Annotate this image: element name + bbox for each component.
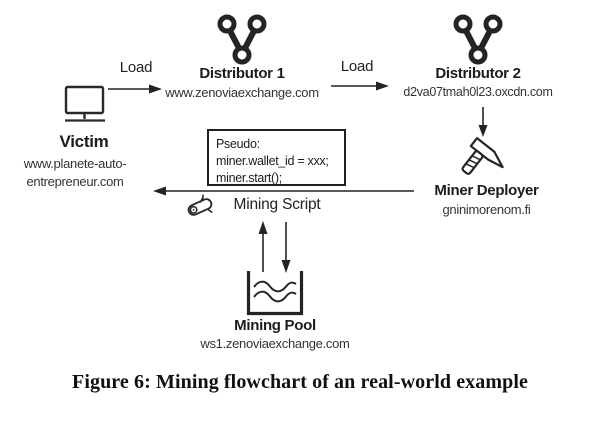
pseudo-code-line: Pseudo:: [216, 137, 260, 151]
pseudo-code-line: miner.start();: [216, 171, 282, 185]
victim-url: www.planete-auto- entrepreneur.com: [0, 155, 150, 191]
edge-label-load-1: Load: [119, 59, 153, 76]
mining-pool-label: Mining Pool: [234, 317, 316, 334]
victim-label: Victim: [59, 132, 109, 151]
pool-icon: [246, 271, 304, 316]
pseudo-code-box: Pseudo: miner.wallet_id = xxx; miner.sta…: [207, 129, 346, 186]
miner-deployer-url: gninimorenom.fi: [442, 202, 531, 217]
victim-url-line2: entrepreneur.com: [26, 174, 124, 190]
pseudo-code-line: miner.wallet_id = xxx;: [216, 154, 329, 168]
mining-pool-url: ws1.zenoviaexchange.com: [200, 336, 350, 351]
monitor-icon: [64, 85, 105, 122]
arrow-mining-script-to-mining-pool: [281, 222, 291, 273]
scroll-icon: [187, 194, 213, 216]
victim-url-line1: www.planete-auto-: [23, 156, 127, 171]
arrow-victim-to-distributor1: [108, 84, 162, 94]
miner-deployer-label: Miner Deployer: [434, 182, 539, 199]
figure-caption: Figure 6: Mining flowchart of an real-wo…: [72, 371, 528, 393]
hammer-icon: [461, 137, 504, 175]
arrow-mining-pool-to-mining-script: [258, 221, 268, 272]
arrow-distributor1-to-distributor2: [331, 81, 389, 91]
arrow-miner-deployer-to-victim: [153, 186, 414, 196]
edge-label-load-2: Load: [340, 58, 374, 75]
distributor2-label: Distributor 2: [435, 65, 521, 82]
distributor1-url: www.zenoviaexchange.com: [165, 85, 319, 100]
distributor2-url: d2va07tmah0l23.oxcdn.com: [403, 85, 553, 99]
arrow-distributor2-to-miner-deployer: [478, 107, 488, 137]
mining-script-label: Mining Script: [233, 196, 321, 213]
fork-icon: [453, 14, 503, 65]
distributor1-label: Distributor 1: [199, 65, 285, 82]
fork-icon: [217, 14, 267, 65]
